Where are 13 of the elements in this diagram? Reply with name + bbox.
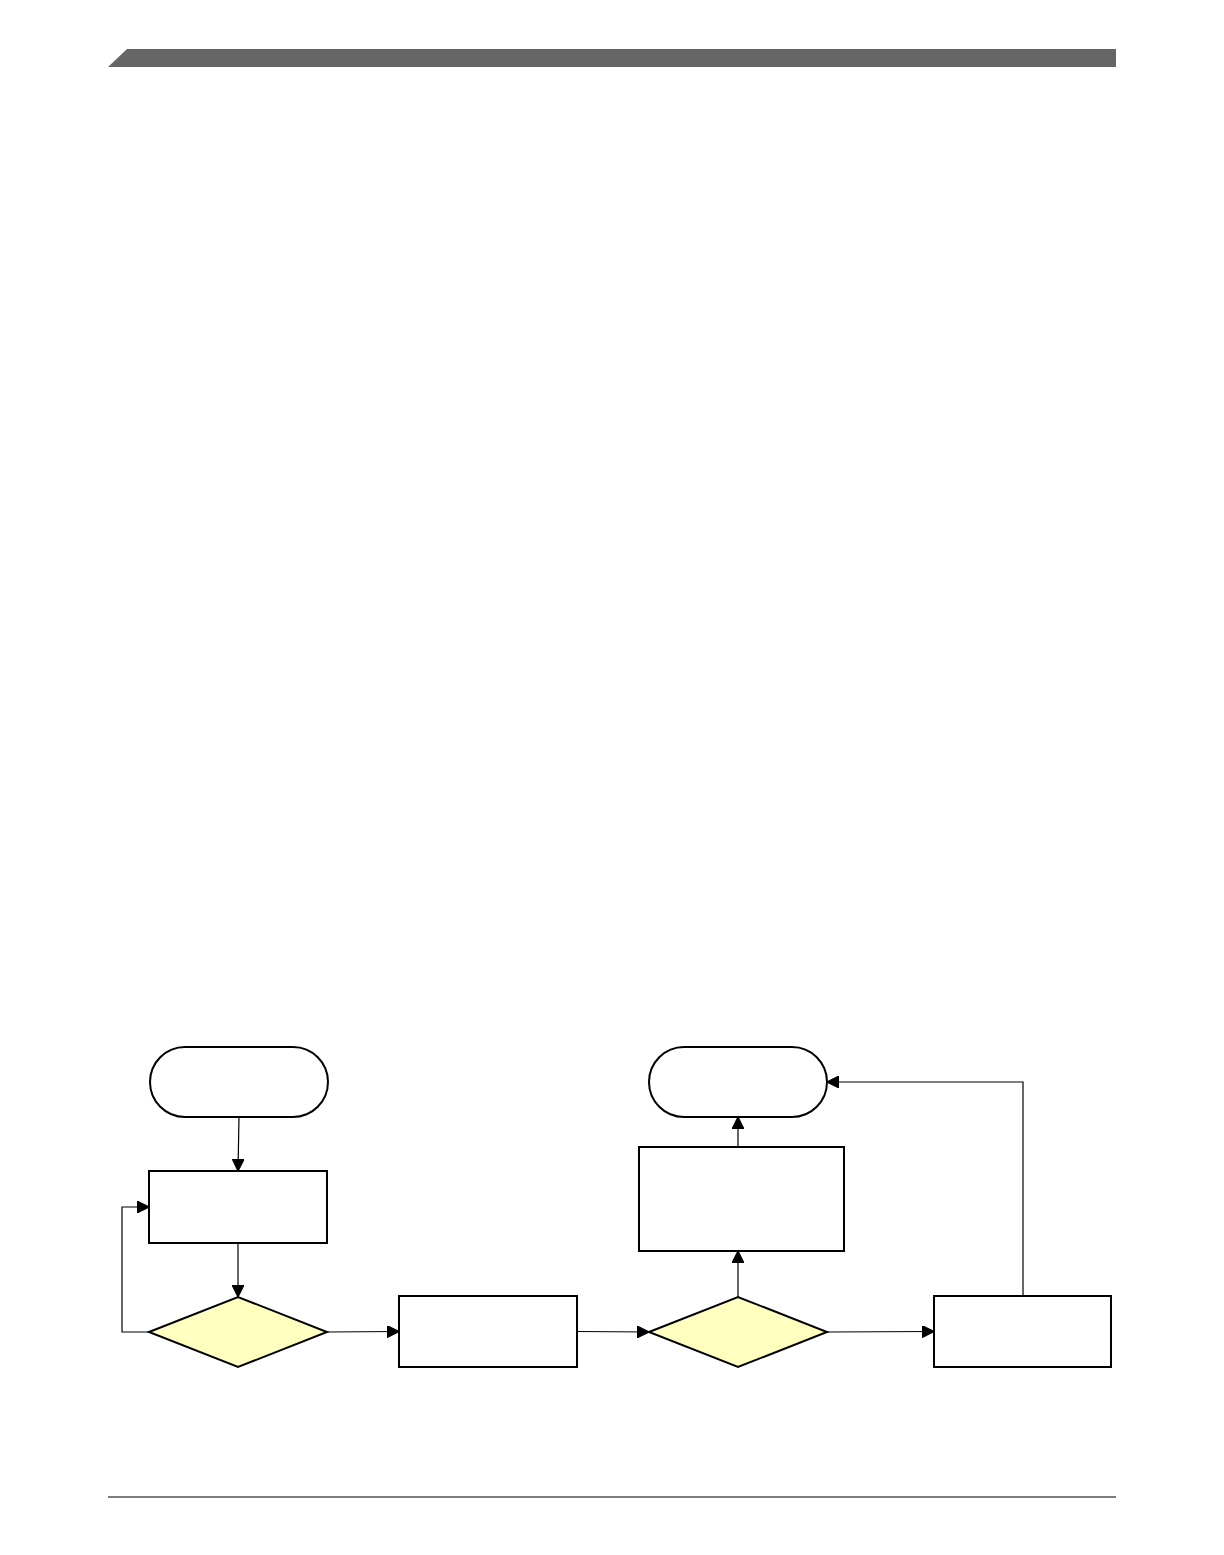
decision-diamond	[146, 1295, 330, 1369]
arrow	[231, 1116, 245, 1172]
arrow	[731, 1250, 745, 1298]
arrow	[326, 1325, 400, 1339]
arrow	[731, 1116, 745, 1148]
decision-diamond	[646, 1295, 830, 1369]
process-box	[933, 1295, 1112, 1368]
process-box	[148, 1170, 328, 1244]
process-box	[638, 1146, 845, 1252]
arrow	[231, 1242, 245, 1298]
process-box	[398, 1295, 578, 1368]
arrow	[826, 1324, 935, 1339]
arrow	[121, 1200, 150, 1333]
